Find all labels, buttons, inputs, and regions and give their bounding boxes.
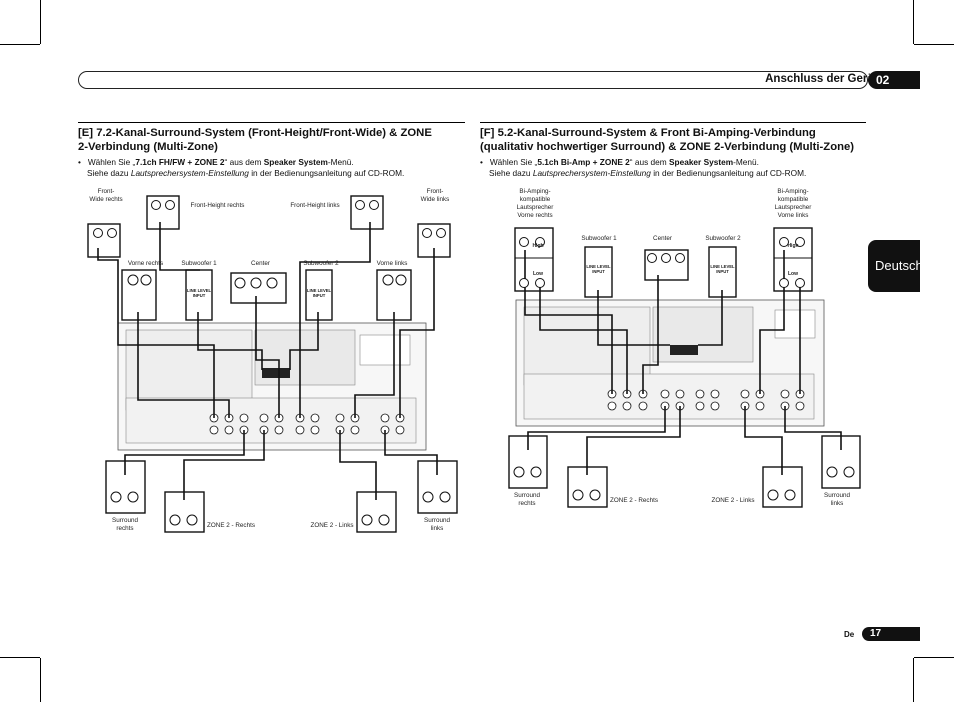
label-front-height-left: Front-Height links: [290, 202, 340, 209]
label-subwoofer-1: Subwoofer 1: [581, 235, 617, 242]
crop-mark: [0, 44, 40, 45]
language-tab: Deutsch: [868, 240, 923, 292]
label-line-level-input: LINE LEVEL INPUT: [710, 264, 735, 274]
label-high: High: [532, 243, 544, 249]
label-front-height-right: Front-Height rechts: [190, 202, 245, 209]
section-e-title: [E] 7.2-Kanal-Surround-System (Front-Hei…: [78, 126, 468, 154]
section-f-bullet-line1: • Wählen Sie „5.1ch Bi-Amp + ZONE 2“ aus…: [480, 157, 759, 167]
label-subwoofer-2: Subwoofer 2: [705, 235, 741, 242]
label-center: Center: [653, 235, 672, 242]
label-front-wide-left: Front- Wide links: [420, 188, 450, 203]
section-f-bullet-line2: Siehe dazu Lautsprechersystem-Einstellun…: [489, 168, 807, 178]
label-subwoofer-2: Subwoofer 2: [303, 260, 339, 267]
crop-mark: [914, 657, 954, 658]
label-surround-left: Surround links: [424, 517, 450, 532]
section-f-bullet: • Wählen Sie „5.1ch Bi-Amp + ZONE 2“ aus…: [480, 157, 870, 179]
section-rule: [78, 122, 465, 123]
section-e-title-line2: 2-Verbindung (Multi-Zone): [78, 141, 218, 153]
label-zone2-left: ZONE 2 - Links: [310, 522, 354, 529]
crop-mark: [914, 44, 954, 45]
label-zone2-right: ZONE 2 - Rechts: [610, 497, 658, 504]
section-f-title-line1: [F] 5.2-Kanal-Surround-System & Front Bi…: [480, 127, 816, 139]
label-line-level-input: LINE LEVEL INPUT: [186, 288, 212, 298]
label-line-level-input: LINE LEVEL INPUT: [586, 264, 611, 274]
label-zone2-right: ZONE 2 - Rechts: [207, 522, 255, 529]
label-surround-right: Surround rechts: [514, 492, 540, 507]
section-e-bullet-line2: Siehe dazu Lautsprechersystem-Einstellun…: [87, 168, 405, 178]
crop-mark: [40, 0, 41, 44]
crop-mark: [913, 658, 914, 702]
crop-mark: [913, 0, 914, 44]
section-e-bullet-line1: • Wählen Sie „7.1ch FH/FW + ZONE 2“ aus …: [78, 157, 354, 167]
label-high: High: [787, 243, 799, 249]
section-f-title: [F] 5.2-Kanal-Surround-System & Front Bi…: [480, 126, 870, 154]
page-title: Anschluss der Geräte: [765, 73, 884, 85]
section-e-title-line1: [E] 7.2-Kanal-Surround-System (Front-Hei…: [78, 127, 432, 139]
page-number: 17: [862, 627, 920, 641]
section-e-bullet: • Wählen Sie „7.1ch FH/FW + ZONE 2“ aus …: [78, 157, 468, 179]
label-surround-right: Surround rechts: [112, 517, 138, 532]
label-biamp-front-left: Bi-Amping- kompatible Lautsprecher Vorne…: [774, 188, 812, 219]
label-line-level-input: LINE LEVEL INPUT: [306, 288, 332, 298]
label-zone2-left: ZONE 2 - Links: [711, 497, 755, 504]
section-rule: [480, 122, 866, 123]
chapter-tab: 02: [868, 71, 920, 89]
label-subwoofer-1: Subwoofer 1: [181, 260, 217, 267]
footer-lang-code: De: [844, 630, 855, 639]
label-low: Low: [788, 271, 798, 277]
label-front-right: Vorne rechts: [127, 260, 164, 267]
language-label: Deutsch: [875, 258, 923, 273]
crop-mark: [40, 658, 41, 702]
header-bar: [78, 71, 868, 89]
crop-mark: [0, 657, 40, 658]
label-low: Low: [533, 271, 543, 277]
label-center: Center: [251, 260, 270, 267]
label-surround-left: Surround links: [824, 492, 850, 507]
label-front-wide-right: Front- Wide rechts: [89, 188, 123, 203]
label-front-left: Vorne links: [376, 260, 408, 267]
section-f-title-line2: (qualitativ hochwertiger Surround) & ZON…: [480, 141, 855, 153]
label-biamp-front-right: Bi-Amping- kompatible Lautsprecher Vorne…: [516, 188, 554, 219]
